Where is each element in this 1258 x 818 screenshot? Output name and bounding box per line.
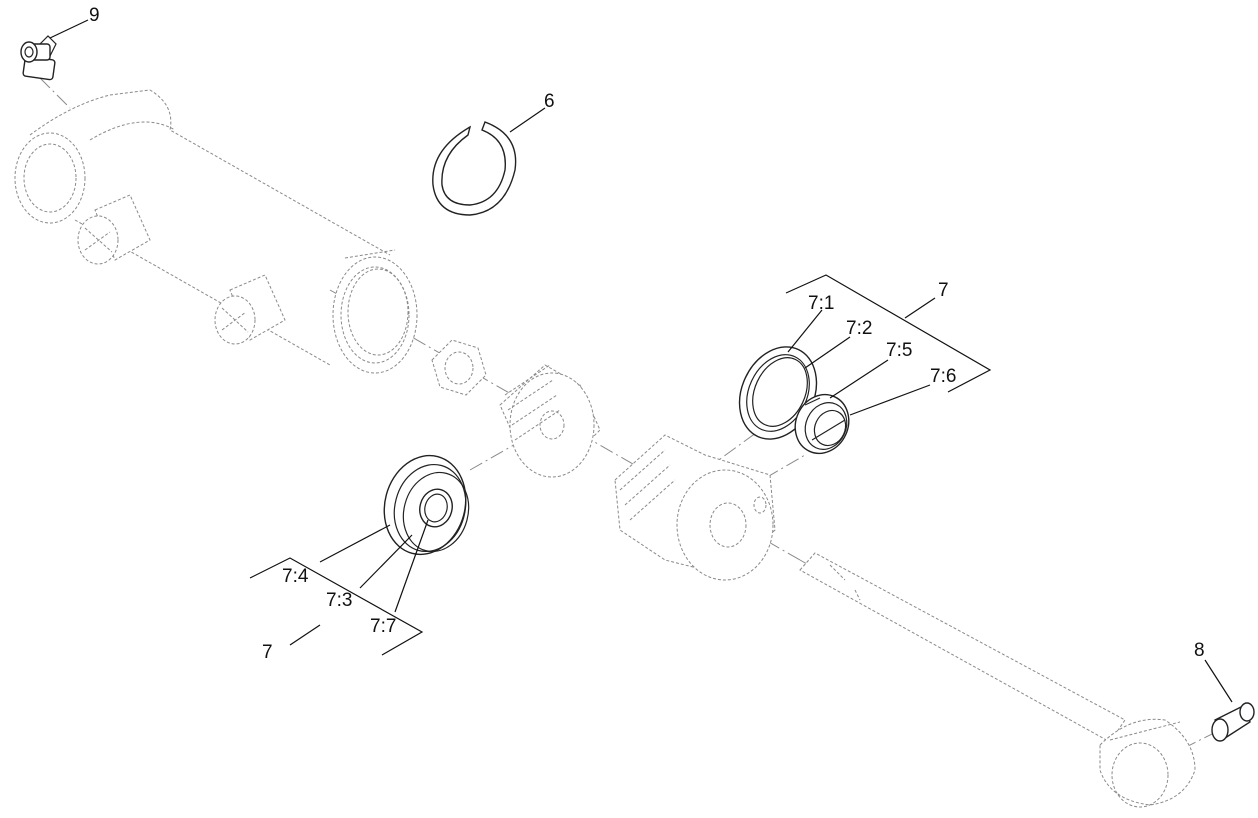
cylinder-head: [614, 434, 776, 581]
callout-6: 6: [544, 91, 555, 112]
callout-7-6: 7:6: [930, 366, 956, 387]
callout-7-7: 7:7: [370, 616, 396, 637]
callout-8: 8: [1194, 640, 1205, 661]
port-fitting-2: [214, 274, 286, 345]
port-fitting-1: [77, 194, 151, 265]
callout-7-1: 7:1: [808, 293, 834, 314]
piston-rod: [799, 552, 1126, 743]
leader-lines: [49, 19, 1233, 703]
grease-fitting-9: [20, 35, 57, 81]
callout-7-2: 7:2: [846, 318, 872, 339]
callout-7-5: 7:5: [886, 340, 912, 361]
callout-7-top: 7: [938, 280, 949, 301]
callout-9: 9: [89, 5, 100, 26]
piston: [499, 364, 601, 478]
cylinder-barrel: [14, 89, 418, 374]
center-lines: [39, 77, 1231, 771]
piston-nut: [431, 339, 487, 396]
kit-bracket-bottom: [249, 557, 424, 656]
grease-fitting-8: [1211, 702, 1255, 742]
seal-assembly-lower: [383, 454, 470, 556]
rod-eye: [1099, 718, 1196, 808]
callout-7-3: 7:3: [326, 590, 352, 611]
callout-7-bottom: 7: [262, 642, 273, 663]
seal-ring-7-5: [794, 393, 850, 455]
retaining-ring-6: [432, 121, 517, 216]
callout-7-4: 7:4: [282, 566, 309, 587]
kit-bracket-top: [785, 274, 992, 393]
